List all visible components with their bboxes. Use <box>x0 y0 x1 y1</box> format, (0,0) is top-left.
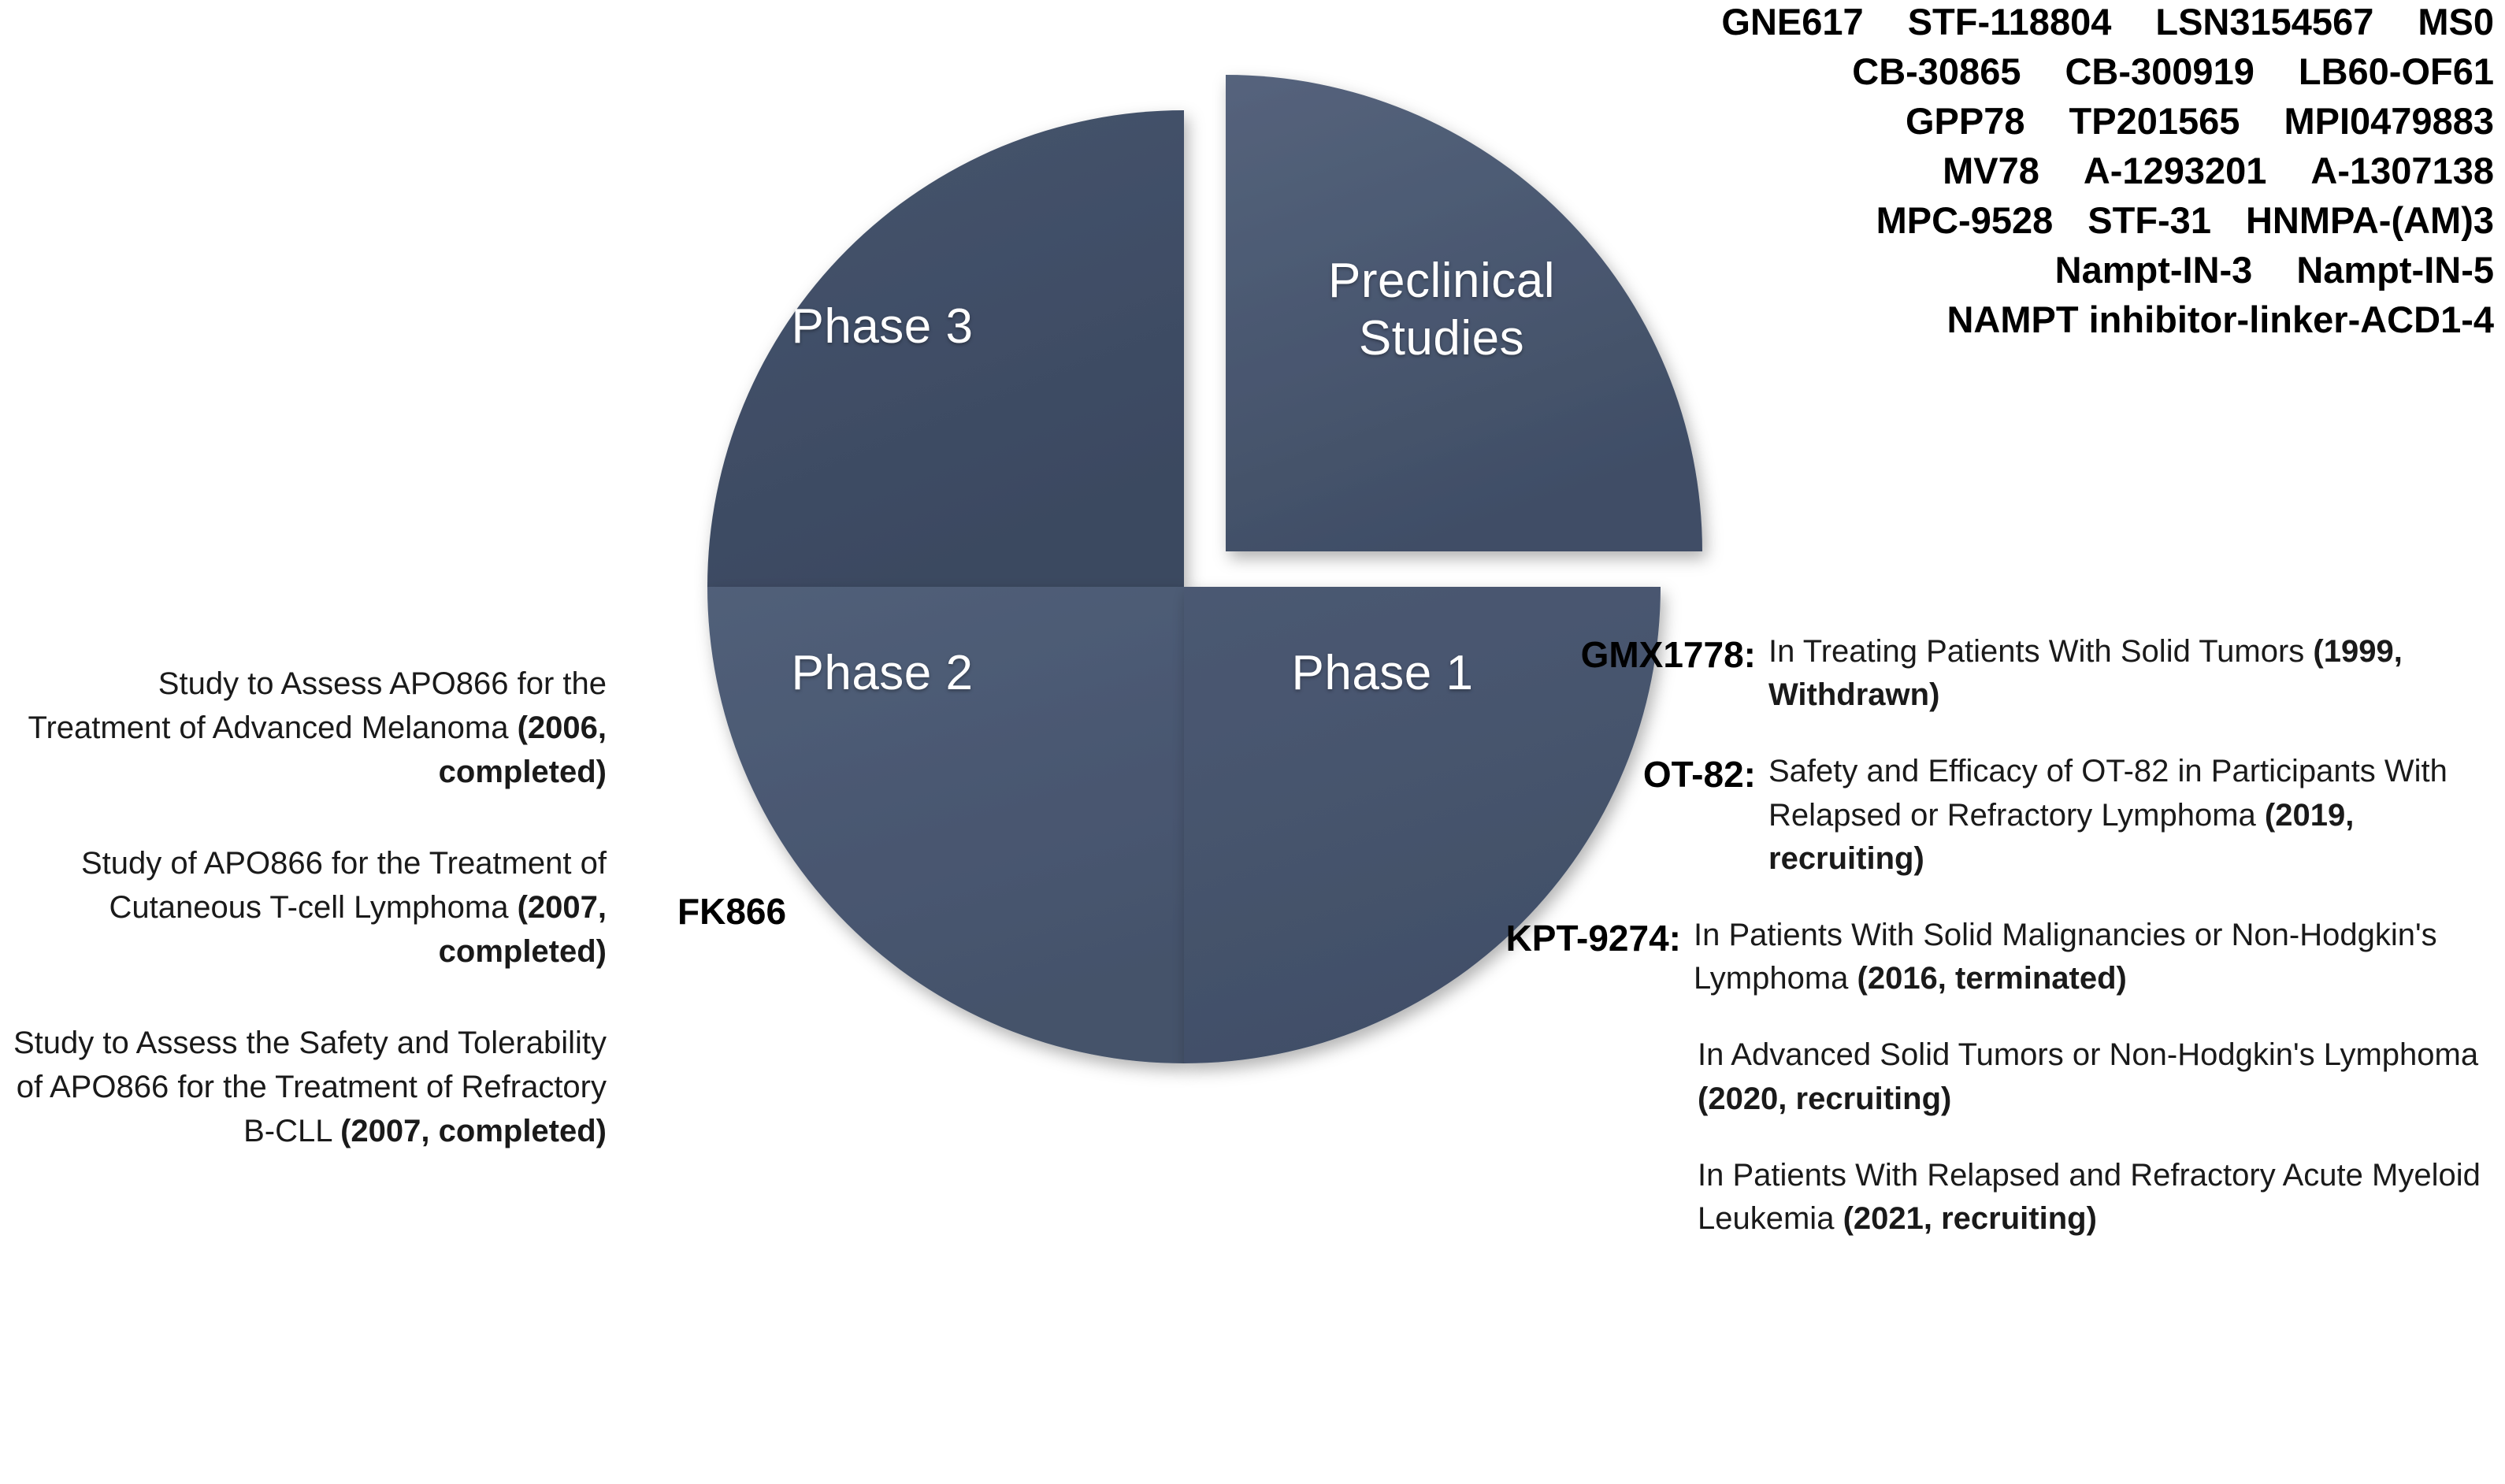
compound-name: A-1307138 <box>2310 150 2494 191</box>
compound-name: CB-300919 <box>2065 50 2254 92</box>
phase1-trial-list: GMX1778: In Treating Patients With Solid… <box>1506 630 2501 1274</box>
trial-body: In Patients With Solid Malignancies or N… <box>1694 914 2501 1000</box>
trial-description: Study of APO866 for the Treatment of Cut… <box>80 846 607 925</box>
trial-body: In Treating Patients With Solid Tumors (… <box>1768 630 2501 717</box>
compound-row: MV78 A-1293201 A-1307138 <box>1339 149 2505 198</box>
compound-name: STF-118804 <box>1907 1 2112 43</box>
drug-name: OT-82: <box>1642 754 1756 796</box>
pie-label-phase3: Phase 3 <box>791 299 974 354</box>
trial-status: (2006, completed) <box>438 710 607 789</box>
trial-entry: Study of APO866 for the Treatment of Cut… <box>8 841 607 974</box>
trial-body: Safety and Efficacy of OT-82 in Particip… <box>1768 750 2501 881</box>
trial-status: (2007, completed) <box>340 1114 607 1148</box>
trial-description: In Patients With Relapsed and Refractory… <box>1698 1157 2481 1236</box>
compound-name: MPI0479883 <box>2284 100 2494 142</box>
trial-description: Study to Assess the Safety and Tolerabil… <box>13 1026 607 1148</box>
trial-entry-ot82: OT-82: Safety and Efficacy of OT-82 in P… <box>1544 750 2501 881</box>
compound-name: MS0 <box>2418 1 2494 43</box>
compound-name: LSN3154567 <box>2155 1 2374 43</box>
trial-entry-kpt9274-second: In Advanced Solid Tumors or Non-Hodgkin'… <box>1698 1033 2493 1120</box>
compound-row: CB-30865 CB-300919 LB60-OF61 <box>1339 50 2505 99</box>
compound-row: MPC-9528 STF-31 HNMPA-(AM)3 <box>1339 198 2505 248</box>
trial-description: In Patients With Solid Malignancies or N… <box>1694 917 2437 996</box>
trial-status: (1999, Withdrawn) <box>1768 634 2403 713</box>
trial-entry-gmx1778: GMX1778: In Treating Patients With Solid… <box>1544 630 2501 717</box>
preclinical-compound-list: GNE617 STF-118804 LSN3154567 MS0 CB-3086… <box>1339 0 2505 347</box>
trial-entry-kpt9274: KPT-9274: In Patients With Solid Maligna… <box>1506 914 2501 1000</box>
compound-name: NAMPT inhibitor-linker-ACD1-4 <box>1946 299 2494 340</box>
trial-status: (2007, completed) <box>438 890 607 969</box>
fk866-marker: FK866 <box>677 891 787 932</box>
trial-description: Study to Assess APO866 for the Treatment… <box>28 666 607 745</box>
fk866-trial-list: Study to Assess APO866 for the Treatment… <box>8 662 607 1200</box>
trial-description: In Advanced Solid Tumors or Non-Hodgkin'… <box>1698 1037 2479 1073</box>
compound-name: HNMPA-(AM)3 <box>2245 199 2494 241</box>
trial-status: (2020, recruiting) <box>1698 1081 1952 1116</box>
compound-name: TP201565 <box>2069 100 2240 142</box>
drug-name: KPT-9274: <box>1505 917 1681 959</box>
pie-label-preclinical: Preclinical Studies <box>1327 254 1556 366</box>
drug-name: GMX1778: <box>1580 634 1756 675</box>
compound-row: GPP78 TP201565 MPI0479883 <box>1339 99 2505 149</box>
trial-description: In Treating Patients With Solid Tumors <box>1768 634 2314 669</box>
pie-label-phase2: Phase 2 <box>791 646 974 700</box>
compound-name: CB-30865 <box>1852 50 2021 92</box>
trial-description: Safety and Efficacy of OT-82 in Particip… <box>1768 754 2447 833</box>
compound-name: GPP78 <box>1906 100 2025 142</box>
compound-name: MPC-9528 <box>1876 199 2054 241</box>
trial-status: (2019, recruiting) <box>1768 797 2355 876</box>
compound-name: MV78 <box>1943 150 2039 191</box>
compound-row: Nampt-IN-3 Nampt-IN-5 <box>1339 248 2505 298</box>
compound-name: A-1293201 <box>2083 150 2267 191</box>
compound-name: LB60-OF61 <box>2298 50 2494 92</box>
compound-name: GNE617 <box>1721 1 1864 43</box>
trial-entry: Study to Assess the Safety and Tolerabil… <box>8 1021 607 1153</box>
compound-row: GNE617 STF-118804 LSN3154567 MS0 <box>1339 0 2505 50</box>
trial-status: (2021, recruiting) <box>1843 1200 2097 1236</box>
compound-name: Nampt-IN-3 <box>2054 249 2253 291</box>
trial-entry-kpt9274-third: In Patients With Relapsed and Refractory… <box>1698 1154 2493 1241</box>
trial-status: (2016, terminated) <box>1857 961 2127 996</box>
compound-name: STF-31 <box>2088 199 2211 241</box>
compound-name: Nampt-IN-5 <box>2296 249 2494 291</box>
compound-row: NAMPT inhibitor-linker-ACD1-4 <box>1339 298 2505 347</box>
trial-entry: Study to Assess APO866 for the Treatment… <box>8 662 607 794</box>
pie-label-phase1: Phase 1 <box>1291 646 1474 700</box>
